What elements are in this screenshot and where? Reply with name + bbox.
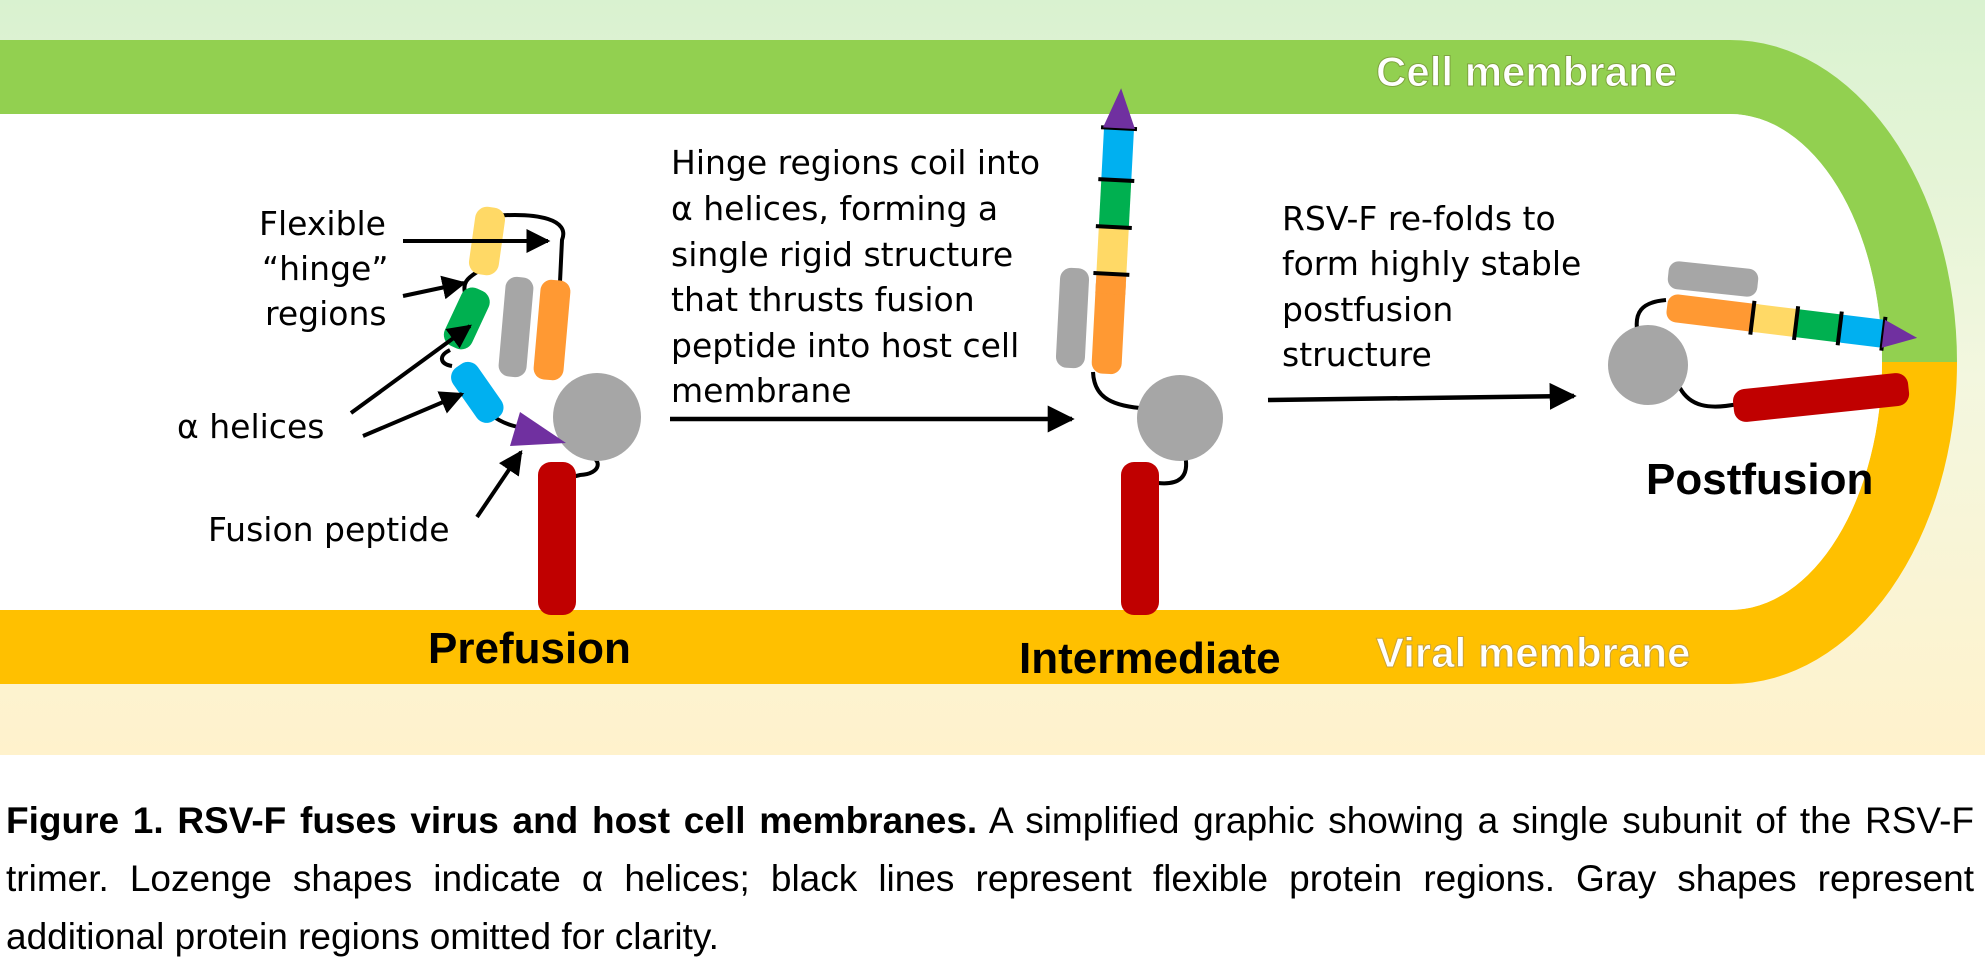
intermediate-gray-head [1137,375,1223,461]
viral-membrane-label: Viral membrane [1376,629,1690,676]
helix-arrow-2 [362,391,465,438]
flexible-hinge-label-1: Flexible [259,204,386,243]
postfusion-gray-head [1608,325,1688,405]
intermediate-helix-green [1098,179,1132,229]
rsv-f-fusion-diagram: Cell membrane Viral membrane Flexible “h… [0,0,1985,755]
step2-text-line-1: RSV-F re-folds to [1282,199,1556,238]
step1-text-line-3: single rigid structure [671,235,1013,274]
intermediate-loop-head [1091,371,1141,410]
postfusion-hinge-line-2 [1792,305,1801,341]
intermediate-hinge-line-2 [1098,177,1135,184]
step1-text-line-6: membrane [671,371,852,410]
prefusion-anchor [538,462,576,615]
postfusion-anchor [1732,373,1910,422]
postfusion-helix-orange [1666,294,1767,333]
postfusion-stage-label: Postfusion [1646,455,1873,504]
caption-title: Figure 1. RSV-F fuses virus and host cel… [6,800,978,841]
viral-membrane [0,362,1957,684]
membrane-gap [0,114,1882,610]
step1-text-line-2: α helices, forming a [671,189,998,228]
intermediate-hinge-line-3 [1095,224,1132,230]
postfusion-helix-green [1794,309,1842,343]
prefusion-helix-blue [451,361,504,423]
step1-text-line-1: Hinge regions coil into [671,143,1040,182]
intermediate-helix-blue [1101,124,1134,183]
cell-membrane [0,40,1957,362]
step2-text-line-2: form highly stable [1282,244,1581,283]
prefusion-helix-orange [533,279,571,381]
postfusion-structure [1608,261,1918,422]
intermediate-gray-region [1055,267,1090,369]
fusion-peptide-arrow [475,450,523,519]
intermediate-helix-orange-top [1095,273,1127,295]
flexible-hinge-label-2: “hinge” [262,249,388,288]
intermediate-anchor [1121,462,1159,615]
intermediate-structure [1055,88,1223,615]
flexible-hinge-label-3: regions [265,294,387,333]
alpha-helices-label: α helices [177,407,324,446]
step2-text-line-4: structure [1282,335,1432,374]
prefusion-gray-region [498,276,534,378]
intermediate-helix-stack [1091,88,1138,375]
fusion-peptide-label: Fusion peptide [208,510,450,549]
postfusion-helix-blue [1838,314,1885,348]
postfusion-fusion-peptide [1881,319,1918,348]
intermediate-stage-label: Intermediate [1019,634,1281,683]
intermediate-helix-yellow [1096,225,1129,277]
intermediate-hinge-line-4 [1093,271,1130,277]
step1-text-line-5: peptide into host cell [671,326,1019,365]
hinge-arrow-2 [402,275,467,300]
postfusion-helix-stack [1666,294,1918,351]
prefusion-structure [440,206,641,615]
postfusion-helix-yellow [1750,303,1798,337]
intermediate-helix-orange [1091,273,1126,375]
step2-arrow [1267,382,1577,410]
postfusion-hinge-line-3 [1835,311,1844,346]
prefusion-fusion-peptide [510,412,566,446]
postfusion-hinge-line-1 [1748,300,1757,335]
step2-text-line-3: postfusion [1282,290,1453,329]
helix-arrow-1 [349,324,472,415]
postfusion-gray-region [1667,261,1759,297]
postfusion-loop-bottom [1678,386,1739,409]
step1-text-line-4: that thrusts fusion [671,280,975,319]
prefusion-loop-green-blue [440,348,453,368]
prefusion-stage-label: Prefusion [428,624,631,673]
caption-body: A simplified graphic showing a single su… [6,800,1974,957]
prefusion-loop-top [491,213,566,283]
prefusion-gray-head [553,373,641,461]
intermediate-fusion-peptide [1103,88,1135,130]
figure-caption: Figure 1. RSV-F fuses virus and host cel… [6,792,1974,966]
cell-membrane-label: Cell membrane [1376,48,1677,95]
